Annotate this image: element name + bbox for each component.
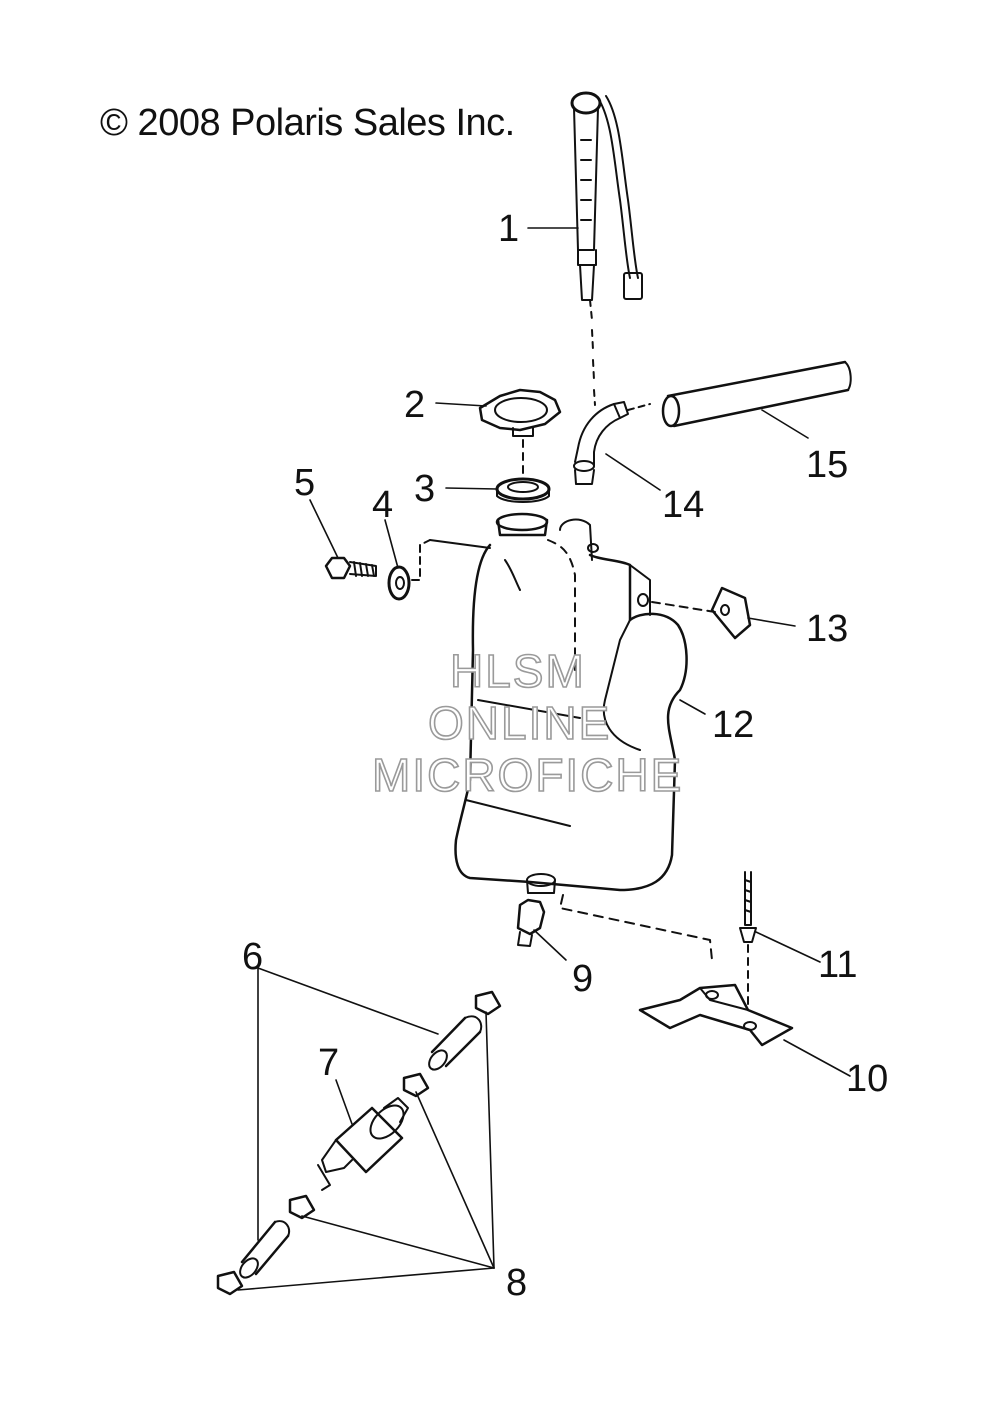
callout-12: 12 xyxy=(712,704,755,746)
callout-1: 1 xyxy=(498,208,520,250)
callout-11: 11 xyxy=(818,944,858,986)
watermark-line-2: ONLINE xyxy=(427,697,612,749)
part-1-sender-rod xyxy=(570,91,643,406)
part-9-fitting xyxy=(516,873,713,961)
copyright-notice: © 2008 Polaris Sales Inc. xyxy=(100,102,515,144)
part-4-washer xyxy=(387,539,431,601)
part-13-clip xyxy=(710,586,752,640)
part-5-bolt xyxy=(324,556,377,580)
callout-15: 15 xyxy=(806,444,849,486)
part-14-elbow xyxy=(573,401,651,485)
callout-4: 4 xyxy=(372,484,394,526)
part-6-hoses xyxy=(239,1015,483,1279)
callout-8: 8 xyxy=(506,1262,528,1304)
callout-7: 7 xyxy=(318,1042,340,1084)
callout-6: 6 xyxy=(242,936,264,978)
watermark-line-1: HLSM xyxy=(449,645,586,697)
part-10-bracket xyxy=(638,983,794,1047)
callout-9: 9 xyxy=(572,958,594,1000)
callout-14: 14 xyxy=(662,484,705,526)
part-3-seal xyxy=(495,477,551,503)
callout-3: 3 xyxy=(414,468,436,510)
watermark-line-3: MICROFICHE xyxy=(371,749,684,801)
callout-2: 2 xyxy=(404,384,426,426)
part-12-tank xyxy=(429,512,716,892)
callout-10: 10 xyxy=(846,1058,889,1100)
part-8-clamps xyxy=(216,990,502,1296)
part-2-cap xyxy=(478,388,562,476)
callout-5: 5 xyxy=(294,462,316,504)
callout-13: 13 xyxy=(806,608,849,650)
part-15-hose xyxy=(661,360,852,428)
part-11-stud xyxy=(739,871,757,1011)
leader-lines xyxy=(237,227,851,1291)
part-7-filter xyxy=(317,1097,409,1191)
